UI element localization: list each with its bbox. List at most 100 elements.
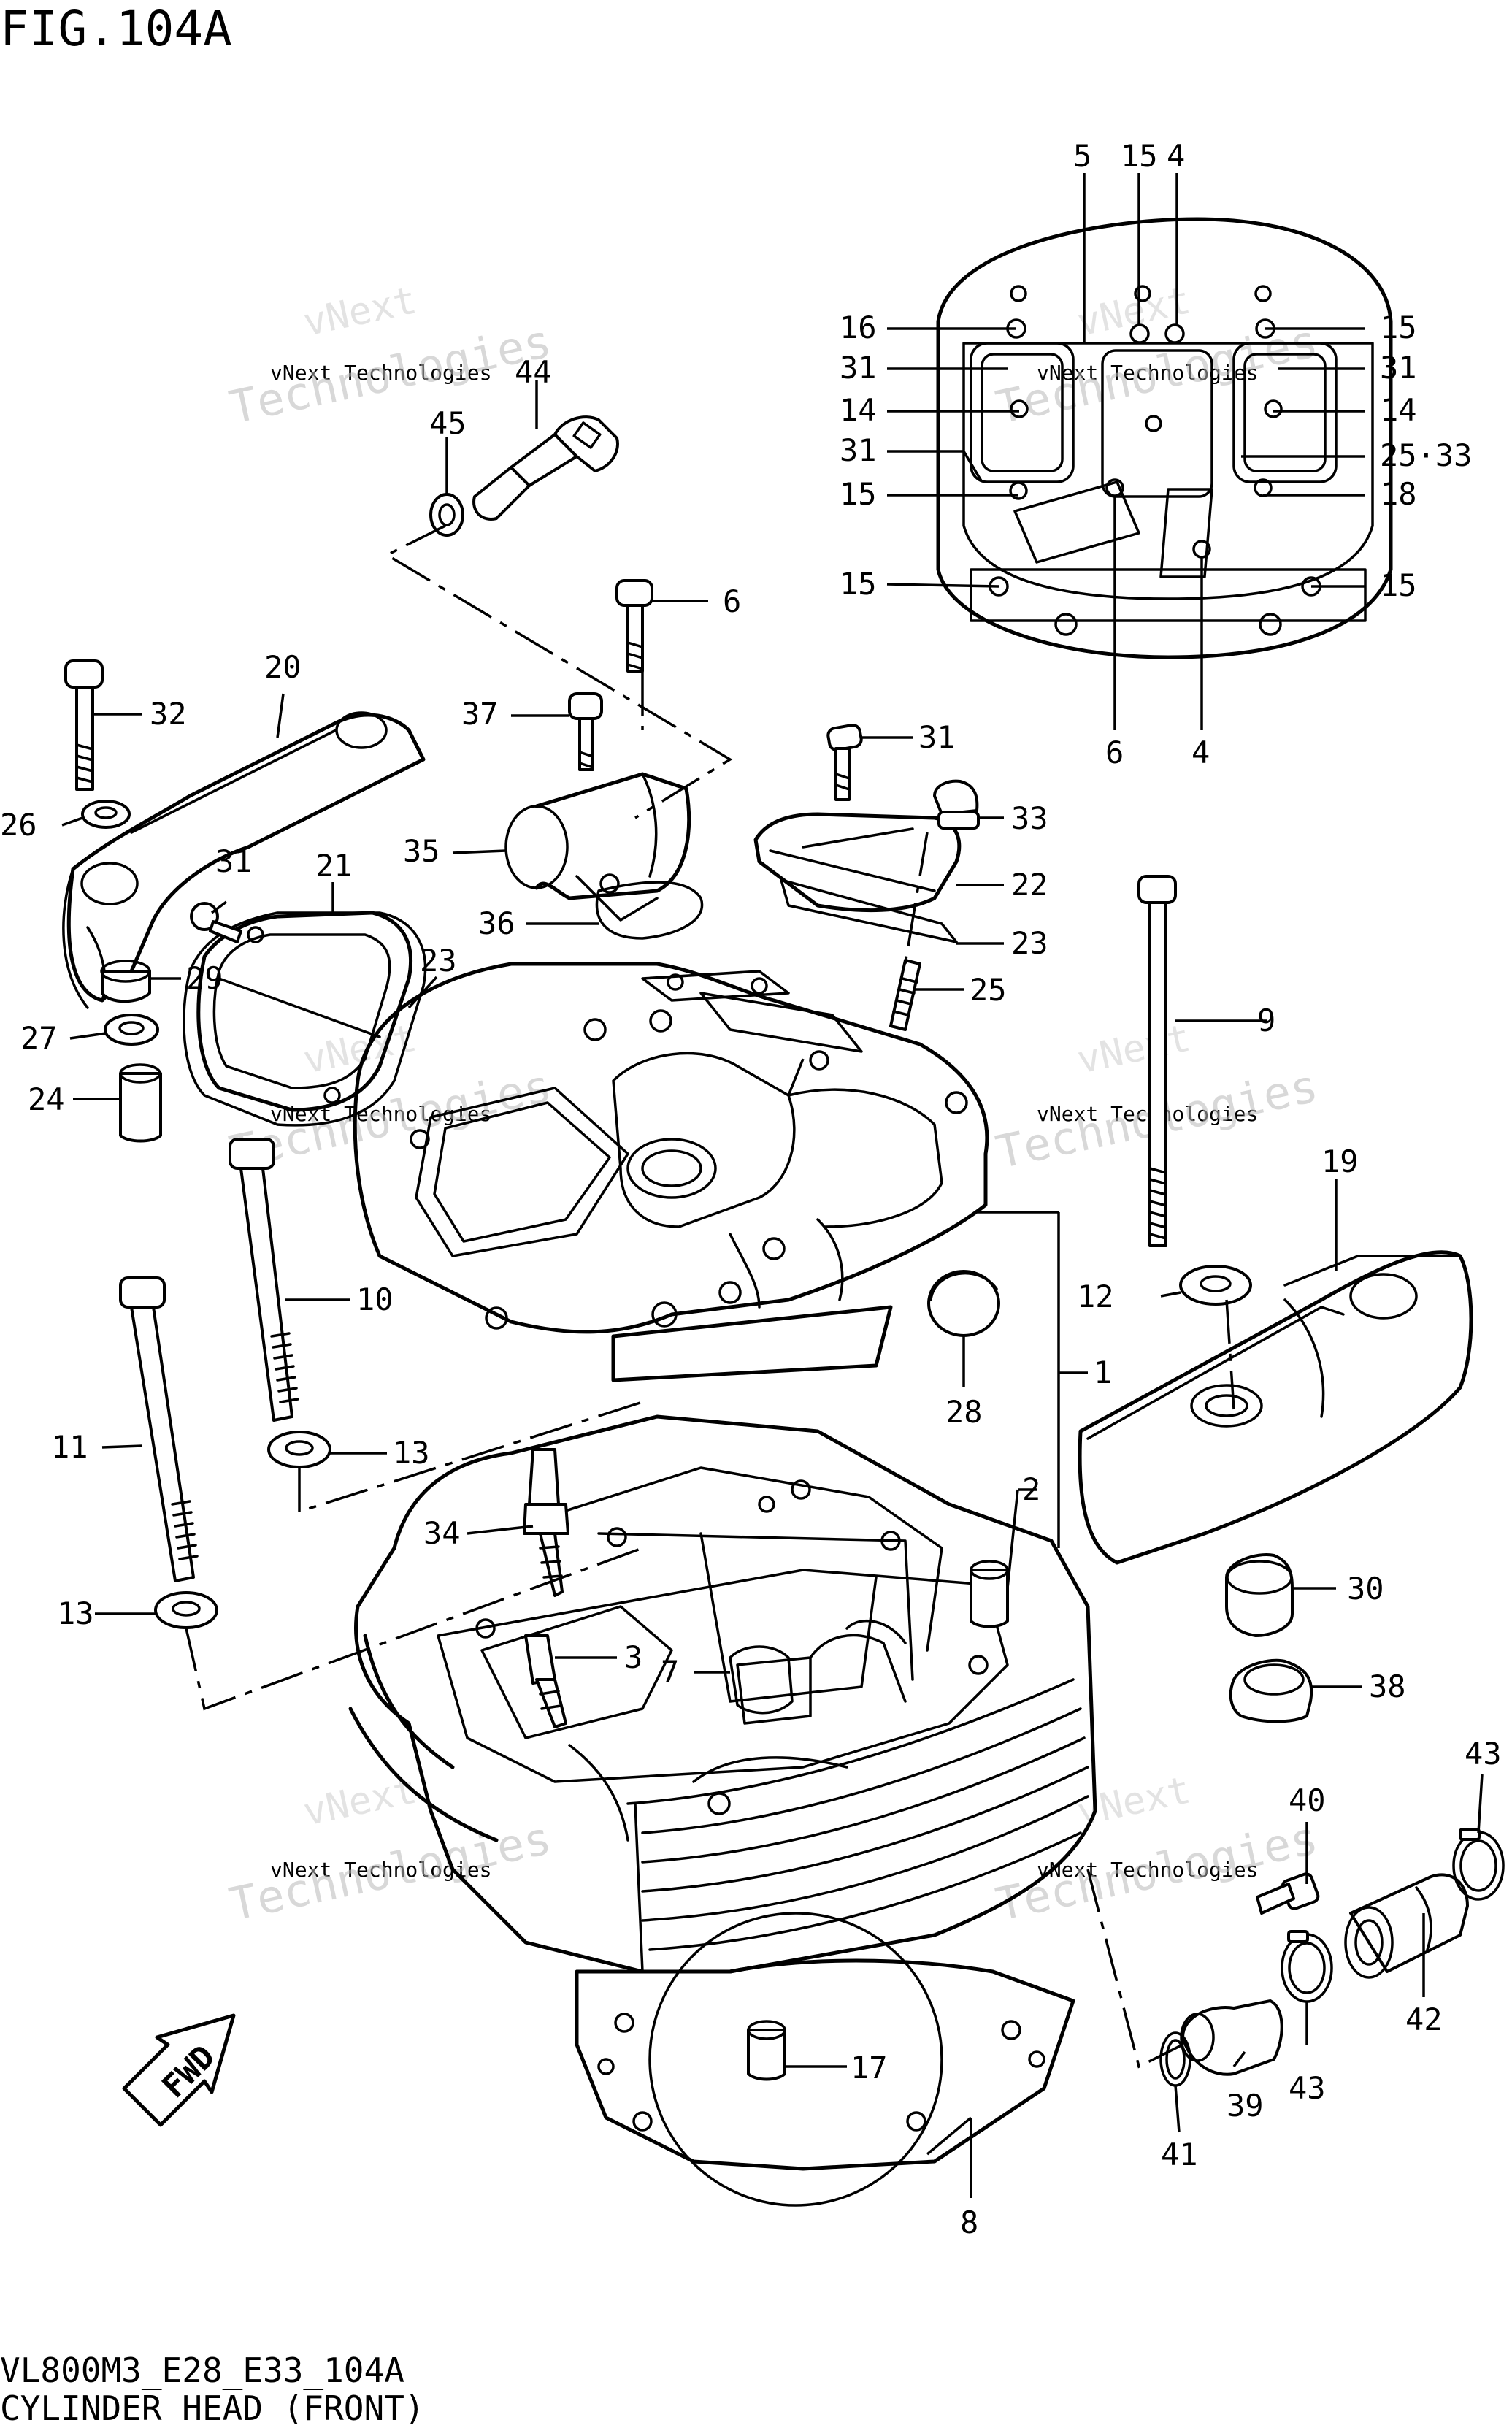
dowel-2: [970, 1569, 1009, 1628]
callout-15-right-a: 15: [1380, 310, 1417, 345]
callout-numbers: 5 15 4 16 31 14 31 15 15 15 31 14 25·33 …: [0, 138, 1502, 2240]
o-ring-41: [1159, 2031, 1191, 2087]
callout-14-left: 14: [840, 392, 877, 428]
collar-29: [101, 970, 151, 1003]
gasket-7: [729, 1645, 794, 1715]
callout-39: 39: [1227, 2088, 1264, 2123]
dowel-17: [747, 2029, 786, 2081]
callout-13-upper: 13: [393, 1435, 430, 1471]
callout-22: 22: [1011, 867, 1048, 903]
bolt-31-left: [190, 902, 242, 943]
callout-38: 38: [1369, 1669, 1406, 1704]
callout-36: 36: [478, 905, 515, 941]
callout-6: 6: [723, 583, 741, 619]
bolt-10: [229, 1138, 299, 1422]
callout-37: 37: [461, 696, 499, 732]
svg-text:vNext: vNext: [1073, 1768, 1194, 1834]
callout-42: 42: [1405, 2002, 1443, 2037]
svg-text:Technologies: Technologies: [225, 314, 556, 434]
callout-41: 41: [1161, 2137, 1198, 2172]
svg-text:vNext Technologies: vNext Technologies: [270, 1102, 491, 1126]
callout-30: 30: [1347, 1571, 1384, 1606]
head-cover-casting: [353, 962, 989, 1382]
callout-4-inset: 4: [1191, 735, 1210, 770]
callout-26: 26: [0, 807, 37, 843]
callout-4-top: 4: [1167, 138, 1185, 174]
callout-45: 45: [429, 405, 467, 441]
svg-text:vNext Technologies: vNext Technologies: [1037, 1858, 1258, 1882]
callout-27: 27: [20, 1020, 58, 1056]
dowel-24-top: [119, 1063, 161, 1084]
head-gasket: [575, 1912, 1075, 2207]
rubber-pad-30: [1225, 1553, 1294, 1637]
callout-43-upper: 43: [1465, 1736, 1502, 1772]
assembly-line-44: [384, 524, 733, 819]
callout-14-right: 14: [1380, 392, 1417, 428]
callout-31-a: 31: [840, 350, 877, 386]
callout-35: 35: [403, 833, 440, 869]
callout-15-left-a: 15: [840, 476, 877, 512]
callout-15-right-b: 15: [1380, 567, 1417, 603]
callout-2: 2: [1022, 1471, 1040, 1507]
svg-text:vNext Technologies: vNext Technologies: [270, 361, 491, 385]
stud-25: [889, 959, 921, 1031]
fwd-arrow-icon: FWD: [122, 2013, 236, 2127]
head-cover-21: [183, 911, 427, 1127]
svg-text:vNext: vNext: [299, 1768, 421, 1834]
bolt-31-top: [826, 723, 863, 801]
plug-cap-28: [927, 1270, 1000, 1337]
cylinder-head-main: [348, 1414, 1097, 1974]
callout-43-lower: 43: [1289, 2070, 1326, 2106]
callout-15-left-b: 15: [840, 566, 877, 602]
callout-40: 40: [1289, 1782, 1326, 1818]
callout-25-33: 25·33: [1380, 437, 1472, 473]
assembly-line-13-lower: [185, 1547, 643, 1711]
callout-leaders: [61, 173, 1484, 2198]
svg-text:vNext Technologies: vNext Technologies: [1037, 1102, 1258, 1126]
hose-clamp-43-upper: [1452, 1828, 1505, 1901]
assembly-line-fitting: [1086, 1869, 1183, 2069]
callout-18: 18: [1380, 476, 1417, 512]
callout-19: 19: [1321, 1144, 1359, 1179]
callout-12: 12: [1077, 1279, 1114, 1314]
callout-31-b: 31: [840, 432, 877, 468]
watermark-top-right: vNext vNext Technologies Technologies: [991, 278, 1322, 434]
water-outlet-35: [504, 772, 704, 940]
callout-44: 44: [515, 354, 552, 390]
nut-33: [933, 779, 980, 830]
fitting-39: [1180, 1999, 1283, 2076]
figure-caption: CYLINDER HEAD (FRONT): [0, 2389, 425, 2424]
callout-31-left: 31: [215, 843, 253, 879]
bolt-37: [568, 692, 603, 771]
callout-6-inset: 6: [1105, 735, 1124, 770]
watermark-top-left: vNext vNext Technologies Technologies: [225, 278, 556, 434]
callout-11: 11: [51, 1429, 88, 1465]
washer-12: [1179, 1265, 1252, 1306]
callout-24: 24: [28, 1081, 65, 1117]
washer-13-upper: [267, 1431, 331, 1468]
callout-7: 7: [661, 1654, 679, 1690]
bolt-9: [1137, 875, 1177, 1247]
svg-text:vNext: vNext: [1073, 1016, 1194, 1082]
assembly-line-12: [1225, 1299, 1235, 1410]
washer-12-hole: [1200, 1275, 1232, 1292]
watermark-bottom-left: vNext vNext Technologies Technologies: [225, 1768, 556, 1931]
side-cover-19: [1078, 1250, 1473, 1565]
callout-20: 20: [264, 649, 302, 685]
engine-bracket-20: [62, 711, 426, 1009]
spark-plug-3: [524, 1634, 567, 1728]
callout-31-c: 31: [1380, 350, 1417, 386]
callout-33: 33: [1011, 800, 1048, 836]
washer-13-lower-hole: [172, 1601, 201, 1617]
washer-45: [429, 493, 464, 537]
callout-9: 9: [1257, 1003, 1275, 1038]
assembly-line-13-upper: [298, 1401, 643, 1514]
callout-28: 28: [945, 1394, 983, 1430]
callout-34: 34: [423, 1515, 461, 1551]
bolt-11: [119, 1276, 199, 1582]
svg-text:Technologies: Technologies: [991, 1811, 1322, 1931]
dowel-24: [119, 1072, 162, 1143]
svg-text:vNext: vNext: [299, 278, 421, 345]
bolt-32: [64, 659, 104, 791]
collar-29-top: [100, 960, 151, 983]
